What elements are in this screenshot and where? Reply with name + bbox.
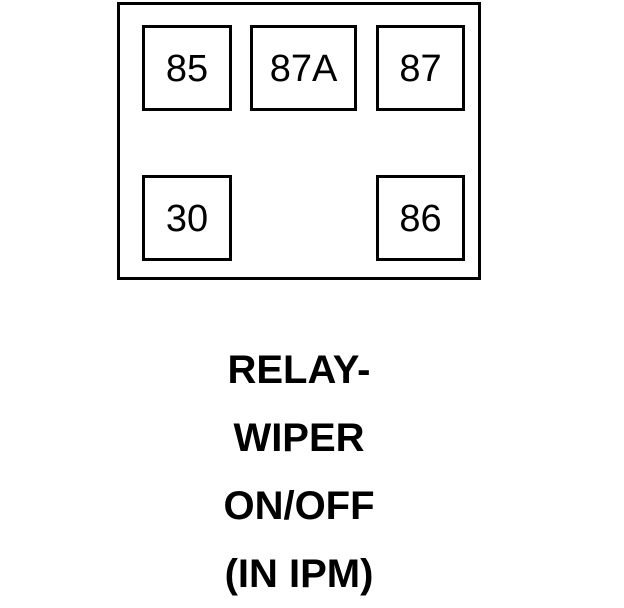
relay-body-outline: 85 87A 87 30 86 <box>117 2 481 280</box>
relay-caption: RELAY- WIPER ON/OFF (IN IPM) <box>117 336 481 608</box>
terminal-pad-86[interactable]: 86 <box>376 175 465 261</box>
terminal-pad-87a[interactable]: 87A <box>250 25 357 111</box>
terminal-label-87a: 87A <box>269 48 338 90</box>
terminal-pad-87[interactable]: 87 <box>376 25 465 111</box>
terminal-label-87: 87 <box>399 48 442 90</box>
caption-line-2: WIPER <box>233 416 365 460</box>
caption-line-4: (IN IPM) <box>224 552 374 596</box>
terminal-pad-85[interactable]: 85 <box>142 25 232 111</box>
caption-line-1: RELAY- <box>227 348 371 392</box>
terminal-label-85: 85 <box>165 48 209 90</box>
terminal-pad-30[interactable]: 30 <box>142 175 232 261</box>
terminal-label-86: 86 <box>399 198 442 240</box>
terminal-label-30: 30 <box>165 198 209 240</box>
caption-line-3: ON/OFF <box>223 484 375 528</box>
